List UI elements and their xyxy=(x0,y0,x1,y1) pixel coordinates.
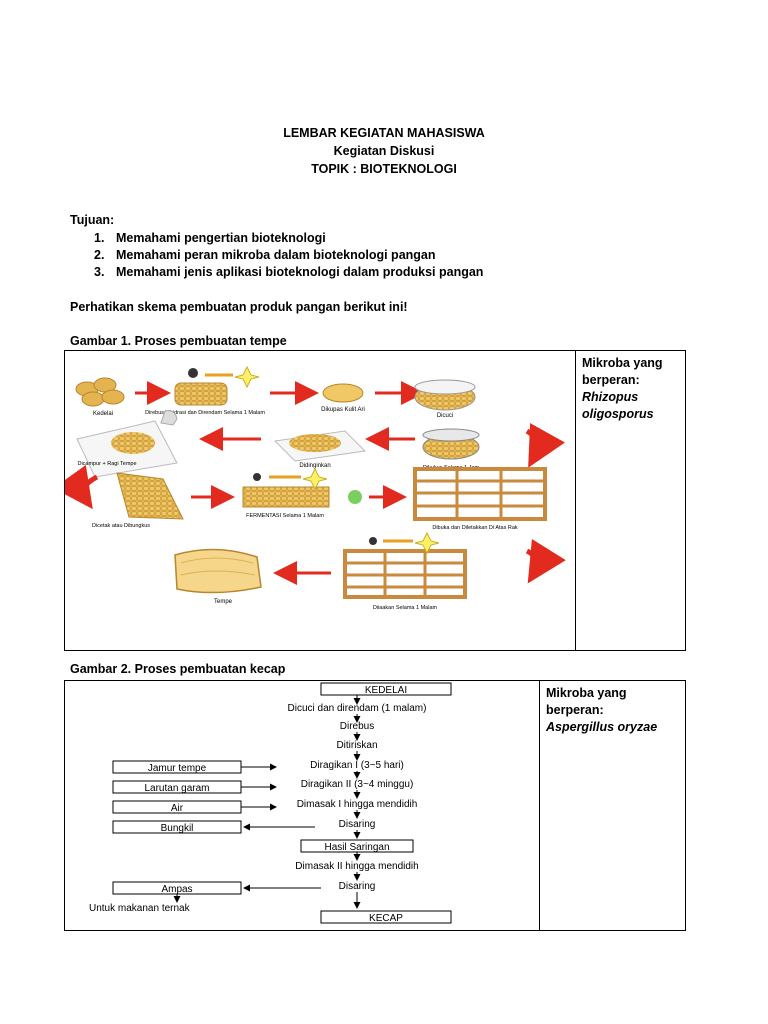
microbe-name: Aspergillus oryzae xyxy=(546,720,658,734)
step-diiaakan: Diiaakan Selama 1 Malam xyxy=(343,531,467,611)
figure1-caption: Gambar 1. Proses pembuatan tempe xyxy=(70,334,287,348)
step-fermentasi: FERMENTASI Selama 1 Malam xyxy=(242,467,362,519)
step-direndam: Direbus/dihidrasi dan Direndam Selama 1 … xyxy=(145,365,265,416)
flow-step: Disaring xyxy=(339,881,376,892)
figure2-table: KEDELAI Dicuci dan direndam (1 malam) Di… xyxy=(64,680,686,931)
step-didinginkan: Didinginkan xyxy=(273,430,367,469)
microbe-name: Rhizopus oligosporus xyxy=(582,390,654,421)
figure1-table: Kedelai Direbus/dihidrasi dan Direndam S… xyxy=(53,350,686,651)
step-label: Tempe xyxy=(214,599,233,605)
figure2-image-cell: KEDELAI Dicuci dan direndam (1 malam) Di… xyxy=(64,680,540,931)
flow-step: Direbus xyxy=(340,721,374,732)
flow-end: KECAP xyxy=(369,913,403,924)
flow-input: Jamur tempe xyxy=(148,763,207,774)
instruction: Perhatikan skema pembuatan produk pangan… xyxy=(70,300,408,314)
flow-output: Bungkil xyxy=(161,823,194,834)
step-label: Direbus/dihidrasi dan Direndam Selama 1 … xyxy=(145,410,265,416)
step-dicampur: Dicampur + Ragi Tempe xyxy=(76,410,178,478)
figure2-caption: Gambar 2. Proses pembuatan kecap xyxy=(70,662,286,676)
step-label: Diiaakan Selama 1 Malam xyxy=(373,605,438,611)
step-label: Dicuci xyxy=(437,413,453,419)
goal-item: 2.Memahami peran mikroba dalam bioteknol… xyxy=(94,248,436,262)
figure1-microbe-cell: Mikroba yang berperan: Rhizopus oligospo… xyxy=(575,350,686,651)
title: LEMBAR KEGIATAN MAHASISWA xyxy=(283,126,485,140)
flow-step: Dimasak I hingga mendidih xyxy=(297,799,418,810)
flow-input: Air xyxy=(171,803,184,814)
flow-input: Larutan garam xyxy=(144,783,209,794)
step-label: Dibuka dan Diletakkan Di Atas Rak xyxy=(432,525,518,531)
flow-start: KEDELAI xyxy=(365,685,407,696)
tujuan-label: Tujuan: xyxy=(70,213,115,227)
flow-step: Dicuci dan direndam (1 malam) xyxy=(288,703,427,714)
step-dikukus: Dikukus Selama 1 Jam xyxy=(422,428,480,471)
step-label: Didinginkan xyxy=(299,463,330,469)
tempe-process-diagram: Kedelai Direbus/dihidrasi dan Direndam S… xyxy=(53,365,566,611)
goal-item: 1.Memahami pengertian bioteknologi xyxy=(94,231,326,245)
flow-result: Hasil Saringan xyxy=(324,842,389,853)
flow-step: Ditiriskan xyxy=(336,740,377,751)
step-label: Dicampur + Ragi Tempe xyxy=(77,461,136,467)
flow-output: Ampas xyxy=(161,884,192,895)
flow-step: Disaring xyxy=(339,819,376,830)
goal-item: 3.Memahami jenis aplikasi bioteknologi d… xyxy=(94,265,484,279)
flow-output-use: Untuk makanan ternak xyxy=(89,903,191,914)
flow-step: Dimasak II hingga mendidih xyxy=(295,861,418,872)
figure1-image-cell: Kedelai Direbus/dihidrasi dan Direndam S… xyxy=(53,350,576,651)
step-label: Dikupas Kulit Ari xyxy=(321,407,365,413)
step-tempe: Tempe xyxy=(174,548,262,605)
step-rak: Dibuka dan Diletakkan Di Atas Rak xyxy=(413,467,547,531)
topic: TOPIK : BIOTEKNOLOGI xyxy=(311,162,457,176)
step-dicetak: Dicetak atau Dibungkus xyxy=(92,472,184,529)
step-label: Dicetak atau Dibungkus xyxy=(92,523,150,529)
microbe-label: Mikroba yang berperan: xyxy=(546,686,627,717)
figure2-microbe-cell: Mikroba yang berperan: Aspergillus oryza… xyxy=(539,680,686,931)
step-dikupas: Dikupas Kulit Ari xyxy=(321,383,365,413)
step-dicuci: Dicuci xyxy=(414,379,476,419)
step-kedelai: Kedelai xyxy=(75,377,125,417)
kecap-flowchart: KEDELAI Dicuci dan direndam (1 malam) Di… xyxy=(89,682,452,924)
flow-step: Diragikan I (3~5 hari) xyxy=(310,760,404,771)
flow-step: Diragikan II (3~4 minggu) xyxy=(301,779,414,790)
subtitle: Kegiatan Diskusi xyxy=(333,144,435,158)
microbe-label: Mikroba yang berperan: xyxy=(582,356,663,387)
step-label: Kedelai xyxy=(93,411,113,417)
step-label: FERMENTASI Selama 1 Malam xyxy=(246,513,324,519)
